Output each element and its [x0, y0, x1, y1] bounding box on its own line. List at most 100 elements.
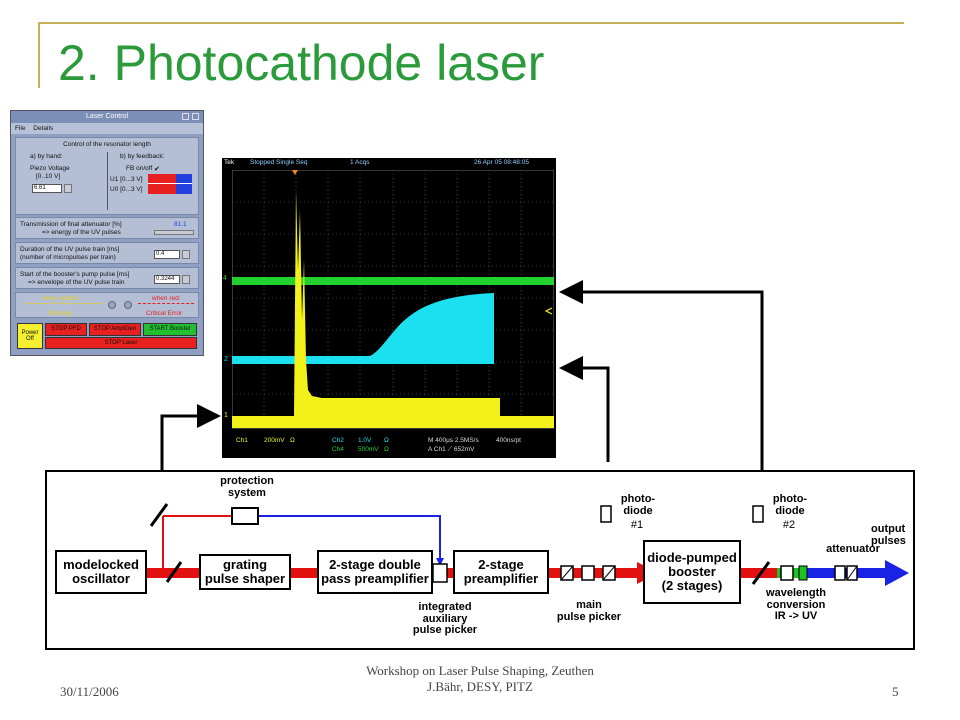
- scope-status: Stopped Single Seq: [250, 159, 308, 166]
- duration-panel: Duration of the UV pulse train [ms] (num…: [15, 242, 199, 264]
- piezo-label: Piezo Voltage: [30, 165, 70, 172]
- piezo-range: [0..10 V]: [36, 173, 61, 180]
- marker-4: 4: [223, 275, 227, 282]
- mirror-3-icon: [751, 561, 771, 585]
- scope-datetime: 26 Apr 05 08:48:05: [474, 159, 529, 166]
- main-picker-label: main pulse picker: [556, 599, 622, 623]
- oscilloscope-screen: Tek Stopped Single Seq 1 Acqs 26 Apr 05 …: [222, 158, 556, 458]
- laser-system-diagram: modelocked oscillator grating pulse shap…: [45, 470, 915, 650]
- trigger-level-icon: [544, 307, 553, 315]
- stop-amplgen-button[interactable]: STOP AmplGen: [89, 323, 141, 336]
- duration-sub: (number of micropulses per train): [20, 254, 116, 261]
- start-spinner[interactable]: [182, 275, 190, 284]
- protection-label: protection system: [220, 475, 274, 499]
- fb-label: FB on/off: [126, 165, 153, 172]
- pulse-picker-cell: [581, 565, 595, 581]
- resonator-panel: Control of the resonator length a) by ha…: [15, 137, 199, 215]
- menu-details[interactable]: Details: [33, 125, 54, 132]
- scope-acqs: 1 Acqs: [350, 159, 370, 166]
- attenuator-element-1: [834, 565, 846, 581]
- preamp-label: 2-stage preamplifier: [463, 556, 539, 586]
- u0-label: U0 [0...3 V]: [110, 186, 143, 193]
- stop-laser-button[interactable]: STOP Laser: [45, 337, 197, 349]
- connector-to-scope-left: [160, 404, 221, 470]
- trace-ch2-cyan: [232, 293, 494, 364]
- stop-pfd-button[interactable]: STOP PFD: [45, 323, 87, 336]
- footer-date: 30/11/2006: [60, 684, 119, 699]
- resonator-title: Control of the resonator length: [63, 141, 151, 148]
- output-pulses-label: output pulses: [871, 523, 906, 547]
- duration-spinner[interactable]: [182, 250, 190, 259]
- scope-plot: [232, 170, 554, 429]
- ch2-label: Ch2: [332, 437, 344, 444]
- footer-workshop: Workshop on Laser Pulse Shaping, Zeuthen: [366, 663, 594, 678]
- ch4-ohm: Ω: [384, 446, 389, 453]
- piezo-value-field[interactable]: 6.61: [32, 184, 62, 193]
- critical-label: Critical Error: [146, 310, 183, 317]
- maximize-icon[interactable]: [182, 113, 189, 120]
- point-rate: 400ns/pt: [496, 437, 521, 444]
- crystal-1: [780, 565, 794, 581]
- transmission-value: 81.1: [174, 221, 187, 228]
- photodiode-1-number: #1: [630, 519, 644, 531]
- start-panel: Start of the booster's pump pulse [ms] =…: [15, 267, 199, 289]
- start-booster-button[interactable]: START Booster: [143, 323, 197, 336]
- status-led-right: [124, 301, 132, 309]
- power-off-button[interactable]: Power Off: [17, 323, 43, 349]
- menu-bar: File Details: [11, 123, 203, 134]
- photodiode-2-number: #2: [782, 519, 796, 531]
- fb-checkbox[interactable]: ✔: [154, 166, 160, 173]
- scope-footer: Ch1 200mV Ω Ch2 1.0V Ω Ch4 500mV Ω M 400…: [222, 432, 556, 458]
- trigger-marker-icon: [292, 170, 298, 175]
- integrated-picker-label: integrated auxiliary pulse picker: [412, 601, 478, 637]
- yellow-indicator-line: [26, 303, 102, 305]
- start-sub: => envelope of the UV pulse train: [28, 279, 125, 286]
- beam-arrow-uv: [885, 560, 909, 586]
- connector-photodiode2: [559, 280, 764, 470]
- duration-label: Duration of the UV pulse train [ms]: [20, 246, 120, 253]
- title-frame-left: [38, 22, 40, 88]
- marker-1: 1: [224, 412, 228, 419]
- when-yellow-label: when yellow:: [42, 295, 80, 302]
- protection-system-box: [231, 507, 259, 525]
- photodiode-1-icon: [600, 505, 612, 523]
- trace-ch4-green: [232, 277, 554, 285]
- preamp2-label: 2-stage double pass preamplifier: [321, 556, 429, 586]
- status-led-left: [108, 301, 116, 309]
- duration-field[interactable]: 0.4: [154, 250, 180, 259]
- close-icon[interactable]: [192, 113, 199, 120]
- transmission-slider[interactable]: [154, 230, 194, 235]
- window-titlebar: Laser Control: [11, 111, 203, 123]
- footer-author: J.Bähr, DESY, PITZ: [427, 679, 533, 694]
- page-number: 5: [892, 684, 899, 699]
- mirror-1-icon: [149, 503, 169, 527]
- menu-file[interactable]: File: [15, 125, 26, 132]
- u1-label: U1 [0...3 V]: [110, 176, 143, 183]
- grating-label: grating pulse shaper: [204, 556, 286, 586]
- photodiode-2-label: photo- diode: [772, 493, 808, 517]
- slide-title: 2. Photocathode laser: [58, 35, 545, 91]
- status-panel: when yellow: Warning when red: Critical …: [15, 292, 199, 318]
- ch1-ohm: Ω: [290, 437, 295, 444]
- ch2-scale: 1.0V: [358, 437, 372, 444]
- modelocked-oscillator-box: modelocked oscillator: [55, 550, 147, 594]
- preamplifier-box: 2-stage preamplifier: [453, 550, 549, 594]
- ch2-ohm: Ω: [384, 437, 389, 444]
- mirror-2-icon: [165, 561, 183, 583]
- transmission-label: Transmission of final attenuator [%]: [20, 221, 122, 228]
- marker-2: 2: [224, 356, 228, 363]
- wavelength-conversion-label: wavelength conversion IR -> UV: [766, 587, 826, 623]
- ch4-label: Ch4: [332, 446, 344, 453]
- footer-center: Workshop on Laser Pulse Shaping, Zeuthen…: [300, 663, 660, 695]
- diode-pumped-booster-box: diode-pumped booster (2 stages): [643, 540, 741, 604]
- transmission-panel: Transmission of final attenuator [%] => …: [15, 217, 199, 239]
- crystal-2: [798, 565, 808, 581]
- start-field[interactable]: 0.3244: [154, 275, 180, 284]
- feedback-meter: [148, 174, 192, 194]
- laser-control-window: Laser Control File Details Control of th…: [10, 110, 204, 356]
- transmission-sub: => energy of the UV pulses: [42, 229, 121, 236]
- piezo-spinner[interactable]: [64, 184, 72, 193]
- photodiode-2-icon: [752, 505, 764, 523]
- by-hand-label: a) by hand:: [30, 153, 63, 160]
